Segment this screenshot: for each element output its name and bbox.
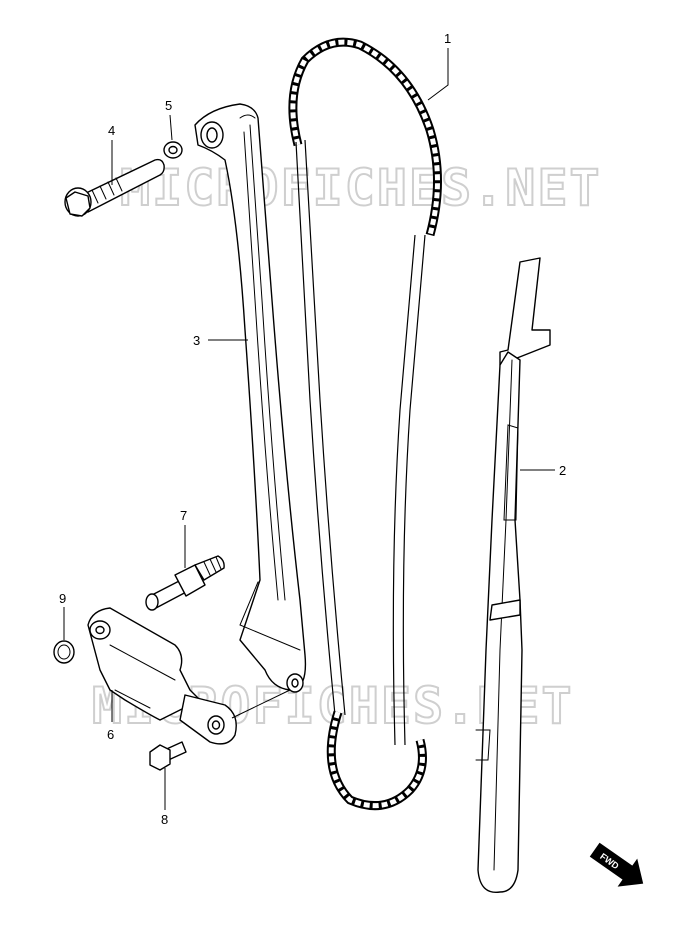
chain-guide-part2 <box>475 257 551 894</box>
cam-chain-part1 <box>288 37 442 811</box>
callout-3: 3 <box>193 333 200 348</box>
fwd-arrow-icon: FWD <box>589 842 644 887</box>
callout-9: 9 <box>59 591 66 606</box>
bolt-part4 <box>64 158 165 217</box>
leader-1 <box>427 48 449 101</box>
assembly-line-6-to-3 <box>231 689 291 719</box>
callout-6: 6 <box>107 727 114 742</box>
stud-part7 <box>145 555 225 611</box>
leader-5 <box>169 114 173 141</box>
callout-8: 8 <box>161 812 168 827</box>
callout-4: 4 <box>108 123 115 138</box>
callout-2: 2 <box>559 463 566 478</box>
callout-7: 7 <box>180 508 187 523</box>
circlip-part9 <box>53 640 75 664</box>
callout-1: 1 <box>444 31 451 46</box>
callout-5: 5 <box>165 98 172 113</box>
tensioner-adjuster-part6 <box>87 607 237 745</box>
watermark-top: MICROFICHES.NET <box>120 159 602 217</box>
bolt-part8 <box>149 741 187 771</box>
washer-part5 <box>163 141 183 159</box>
tensioner-guide-part3 <box>194 103 307 693</box>
